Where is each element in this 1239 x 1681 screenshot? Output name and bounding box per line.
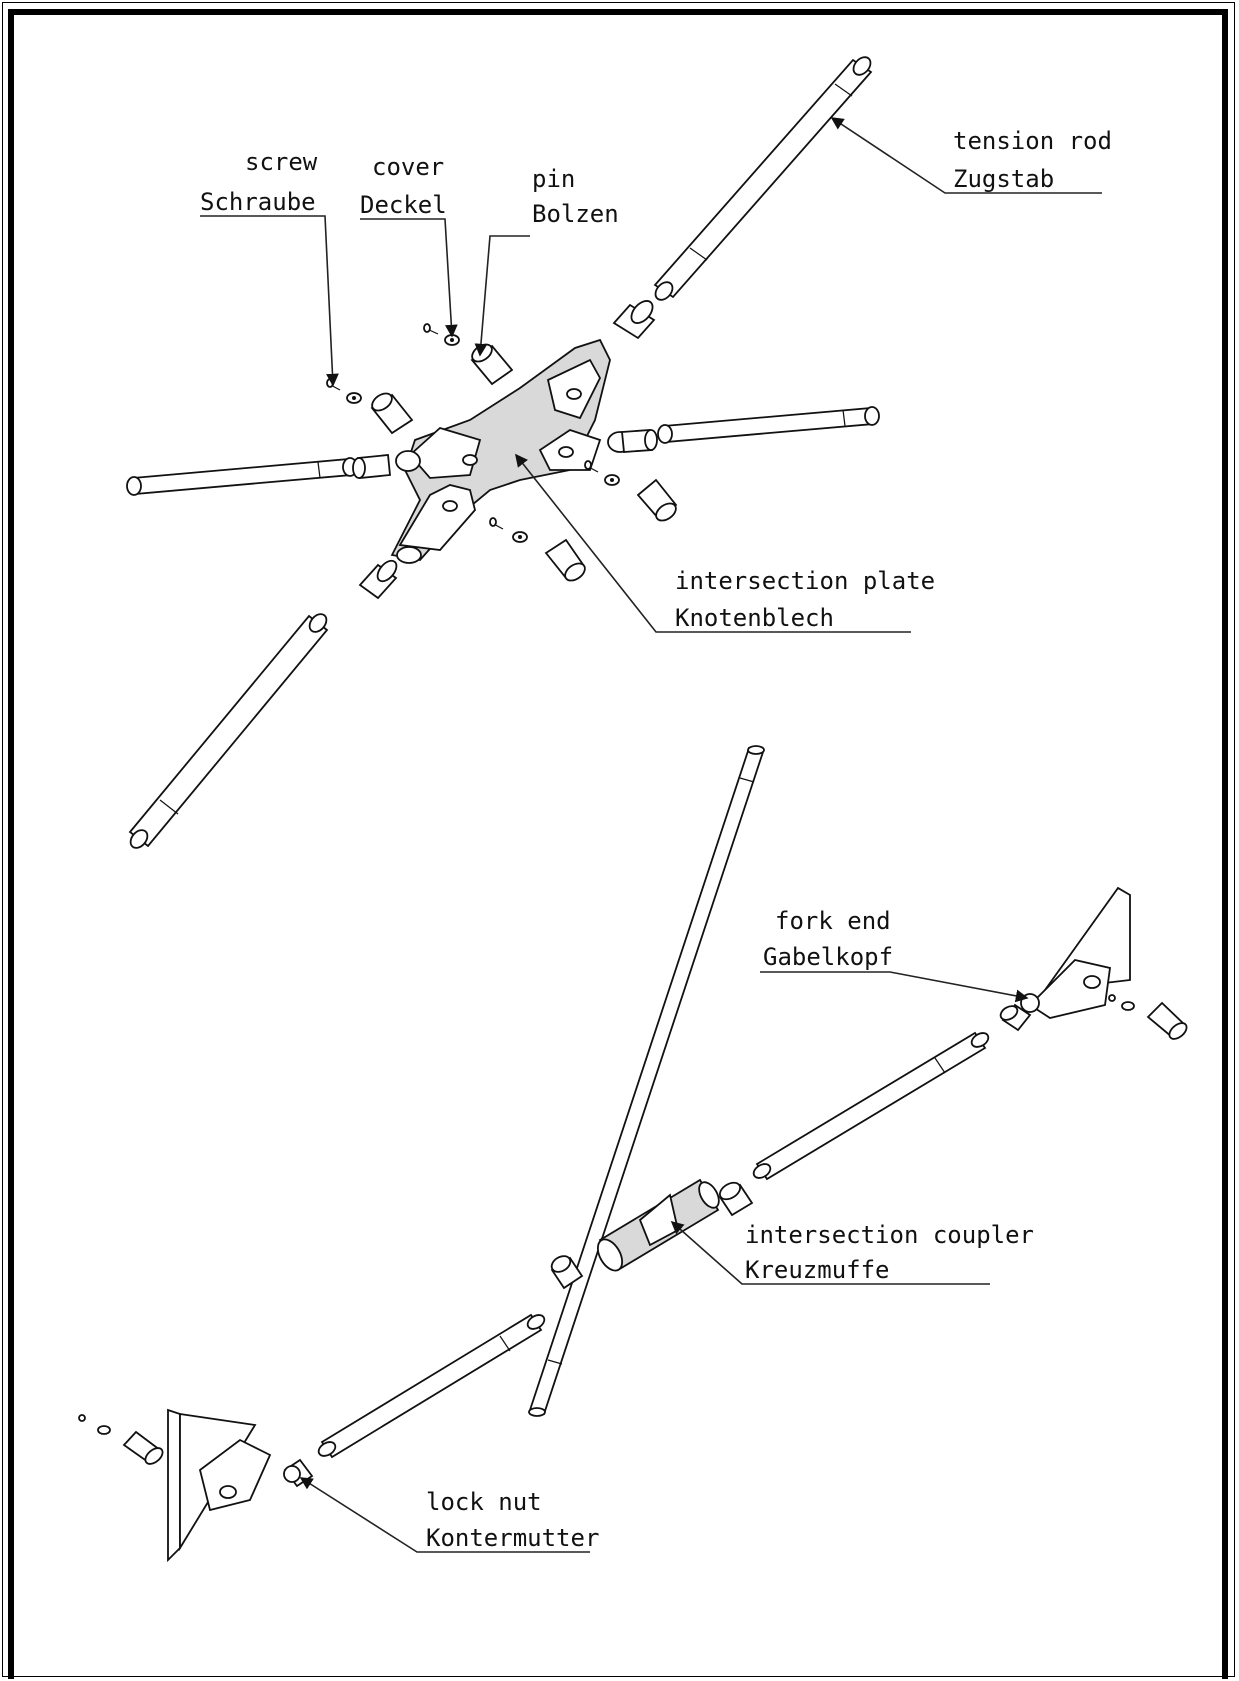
sleeve-bottom-left (358, 559, 398, 600)
label-cover-en: cover (372, 153, 444, 181)
label-screw-de: Schraube (200, 188, 316, 216)
label-lock-nut-en: lock nut (426, 1488, 542, 1516)
label-fork-end-en: fork end (775, 907, 891, 935)
tension-rod-right (657, 406, 880, 444)
pin-right-lower (1108, 994, 1188, 1040)
pin-left (370, 392, 414, 435)
label-tension-rod-de: Zugstab (953, 165, 1054, 193)
pin-top (470, 343, 514, 386)
pin-bottom (544, 538, 586, 582)
sleeve-coupler-left (550, 1255, 584, 1290)
label-intersection-coupler-de: Kreuzmuffe (745, 1256, 890, 1284)
intersection-plate (390, 338, 633, 564)
label-intersection-coupler-en: intersection coupler (745, 1221, 1034, 1249)
cover-top (444, 334, 460, 346)
label-intersection-plate-de: Knotenblech (675, 604, 834, 632)
lock-nut-right (999, 1003, 1032, 1032)
sleeve-top (612, 300, 656, 340)
pin-left-lower (78, 1414, 164, 1465)
tension-rod-right-lower (752, 1031, 990, 1181)
label-lock-nut-de: Kontermutter (426, 1524, 599, 1552)
tension-rod-top-right (653, 56, 873, 301)
pin-right (636, 478, 678, 522)
tension-rod-left-lower (317, 1313, 546, 1459)
tension-rod-bottom-left (128, 613, 329, 849)
label-intersection-plate-en: intersection plate (675, 567, 935, 595)
label-pin-de: Bolzen (532, 200, 619, 228)
screw-top (423, 323, 439, 335)
sleeve-coupler-right (718, 1181, 754, 1217)
label-tension-rod-en: tension rod (953, 127, 1112, 155)
screw-bottom (489, 517, 504, 530)
cover-right (604, 474, 620, 486)
crossing-rod (528, 745, 765, 1417)
frame-inner-border (8, 9, 1228, 1679)
cover-left (346, 392, 362, 404)
label-cover-de: Deckel (360, 191, 447, 219)
tension-rod-left (126, 457, 358, 496)
intersection-coupler (596, 1178, 720, 1272)
leader-lines-lower (299, 971, 1029, 1553)
lower-assembly (78, 745, 1188, 1563)
fork-end-left (167, 1408, 272, 1563)
screw-right (584, 460, 599, 473)
label-pin-en: pin (532, 165, 575, 193)
upper-assembly (126, 56, 880, 849)
sleeve-left (352, 454, 391, 479)
cover-bottom (512, 531, 528, 543)
sleeve-right (621, 429, 658, 453)
label-screw-en: screw (245, 148, 318, 176)
fork-end-right (1020, 886, 1131, 1019)
label-fork-end-de: Gabelkopf (763, 943, 893, 971)
labels: screw Schraube cover Deckel pin Bolzen t… (200, 127, 1112, 1552)
leader-lines-upper (200, 117, 1102, 633)
